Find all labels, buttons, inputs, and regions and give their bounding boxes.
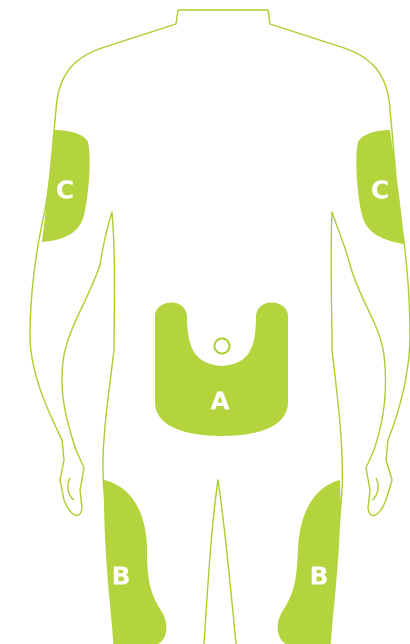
zone-left-thigh-label: B [111,562,130,591]
zone-right-arm: C [356,130,404,244]
zone-left-thigh: B [103,480,167,644]
navel-icon [213,337,231,355]
body-outline [29,9,410,644]
zone-right-arm-label: C [371,176,389,205]
body-outline-right [267,9,410,644]
zone-left-arm-area [42,130,90,242]
zone-left-arm: C [42,130,90,242]
zone-left-arm-label: C [56,176,74,205]
right-hand-detail [371,477,379,501]
zone-right-thigh-area [277,480,341,644]
zone-right-thigh-label: B [309,562,328,591]
zone-abdomen: A [155,302,288,436]
zone-right-arm-area [356,130,404,244]
zone-left-thigh-area [103,480,167,644]
zone-abdomen-area [155,302,288,436]
zone-right-thigh: B [277,480,341,644]
zone-abdomen-label: A [210,387,230,416]
left-hand-detail [67,477,75,501]
inner-legs-outline [203,479,237,644]
